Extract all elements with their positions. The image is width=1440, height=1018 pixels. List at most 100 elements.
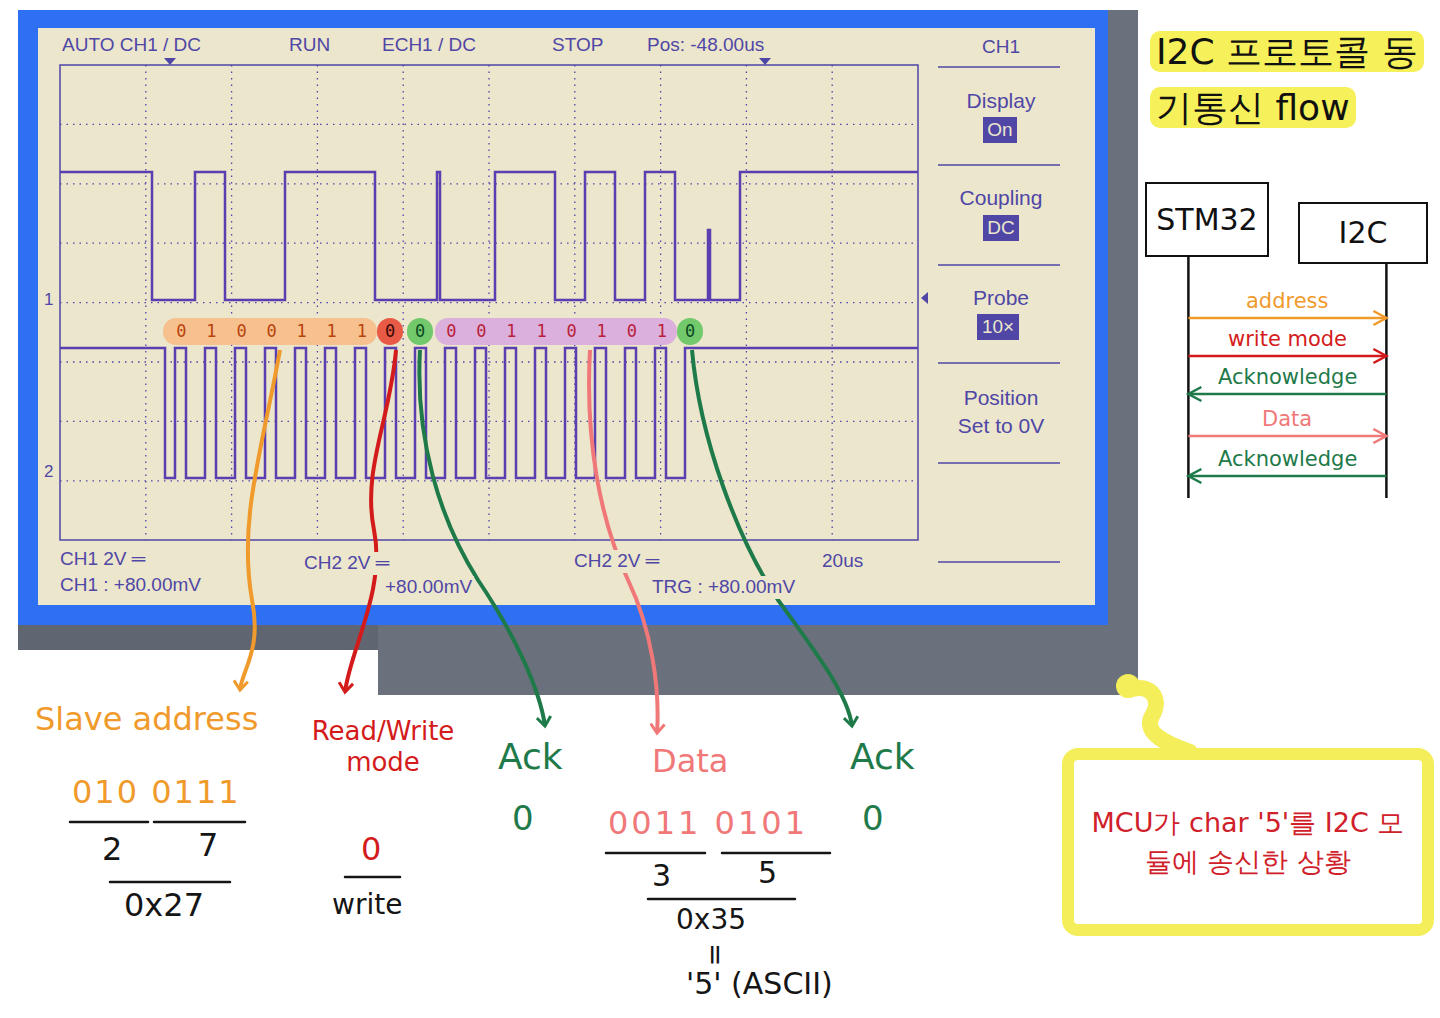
annotation-text: 7	[198, 826, 218, 864]
arrow-head	[1188, 387, 1201, 401]
bit-band: 0 0 1 1 0 1 0 1	[435, 318, 677, 345]
svg-part	[70, 821, 148, 824]
title-text: I2C 프로토콜 동기통신 flow	[1150, 31, 1424, 128]
screen-readout: ECH1 / DC	[380, 34, 478, 57]
screen-readout: CH1	[938, 36, 1064, 59]
node-text: 0	[685, 318, 695, 345]
svg-part	[938, 164, 1060, 166]
annotation-text: 0	[862, 798, 884, 839]
screen-readout: Coupling	[938, 185, 1064, 210]
annotation-text: Data	[652, 742, 728, 780]
svg-part	[403, 65, 404, 540]
message-line	[1188, 475, 1386, 478]
leader-arrow	[589, 350, 658, 733]
svg-part	[938, 561, 1060, 563]
svg-part	[60, 480, 918, 481]
screen-readout: CH2 2V ═	[572, 550, 661, 573]
message-line	[1188, 393, 1386, 396]
graticule-border	[60, 65, 918, 540]
note-box: MCU가 char '5'를 I2C 모듈에 송신한 상황	[1062, 748, 1434, 936]
annotation-text: '5' (ASCII)	[686, 966, 833, 1002]
screen-readout: Set to 0V	[938, 413, 1064, 438]
svg-part	[938, 66, 1060, 68]
svg-part	[746, 65, 747, 540]
svg-part	[60, 361, 918, 362]
screen-readout: Pos: -48.00us	[645, 34, 766, 57]
arrow-head	[1188, 469, 1201, 483]
lifeline	[1187, 257, 1190, 498]
svg-part	[938, 264, 1060, 266]
svg-part	[60, 124, 918, 125]
message-arrow	[1188, 356, 1386, 357]
svg-part	[345, 876, 400, 879]
message-label: Acknowledge	[1215, 365, 1360, 390]
annotation-text: 0x35	[676, 903, 746, 937]
annotation-text: 010 0111	[72, 773, 241, 811]
svg-part	[60, 243, 918, 244]
message-arrow	[1188, 436, 1386, 437]
svg-part	[60, 302, 918, 303]
menu-value-box: On	[983, 117, 1017, 143]
arrow-head	[1373, 311, 1386, 325]
screen-readout: +80.00mV	[383, 576, 474, 599]
screen-readout: 2	[42, 462, 55, 482]
lcd-screen	[38, 28, 378, 605]
node-text: I2C	[1339, 204, 1388, 262]
node-text: STM32	[1156, 184, 1257, 255]
message-arrow	[1188, 476, 1386, 477]
node-text: On	[987, 117, 1012, 143]
svg-part	[648, 898, 795, 901]
message-label: write mode	[1225, 327, 1350, 352]
leader-arrow	[345, 350, 396, 692]
lifeline-box: STM32	[1145, 182, 1269, 257]
screen-readout: Position	[938, 385, 1064, 410]
leader-arrow	[240, 350, 280, 690]
annotation-text: 5	[758, 855, 777, 891]
bit-circle: 0	[407, 318, 433, 345]
bit-circle: 0	[677, 318, 703, 345]
node-text: 0 1 0 0 1 1 1	[176, 318, 371, 345]
menu-value-box: 10×	[977, 314, 1019, 340]
svg-part	[722, 852, 830, 855]
svg-part	[60, 421, 918, 422]
lcd-frame	[18, 10, 378, 625]
highlighter-squiggle	[1128, 688, 1190, 752]
screen-readout: TRG : +80.00mV	[650, 576, 797, 599]
lifeline	[1385, 264, 1388, 498]
message-label: Acknowledge	[1215, 447, 1360, 472]
svg-part	[938, 362, 1060, 364]
annotation-text: =	[698, 943, 732, 966]
message-line	[1188, 355, 1386, 358]
screen-readout: CH1 : +80.00mV	[58, 574, 203, 597]
svg-part	[317, 65, 318, 540]
trigger-marker	[759, 58, 771, 65]
node-text: 0	[415, 318, 425, 345]
annotation-text: 3	[652, 858, 671, 894]
graticule-grid	[60, 65, 918, 540]
screen-readout: CH1 2V ═	[58, 548, 147, 571]
annotation-text: 0x27	[124, 886, 204, 924]
annotation-text: write	[332, 888, 402, 922]
svg-part	[938, 462, 1060, 464]
annotation-text: Read/Write mode	[297, 716, 469, 778]
arrow-head	[1373, 429, 1386, 443]
bezel	[378, 10, 1138, 695]
screen-readout: Display	[938, 88, 1064, 113]
annotation-text: Ack	[498, 735, 563, 778]
screen-readout: AUTO CH1 / DC	[60, 34, 203, 57]
screen-readout: STOP	[550, 34, 605, 57]
annotation-text: Ack	[850, 735, 915, 778]
message-label: Data	[1259, 407, 1315, 432]
node-text: 10×	[982, 314, 1014, 340]
annotation-text: 2	[102, 830, 122, 868]
annotation-text: 0	[512, 798, 534, 839]
svg-part	[110, 881, 230, 884]
message-arrow	[1188, 394, 1386, 395]
trigger-marker	[164, 58, 176, 65]
annotation-text: 0011 0101	[608, 804, 808, 842]
screen-readout: CH2 2V ═	[302, 552, 391, 575]
svg-part	[832, 65, 833, 540]
bit-circle: 0	[377, 318, 403, 345]
scl-waveform	[60, 348, 918, 478]
